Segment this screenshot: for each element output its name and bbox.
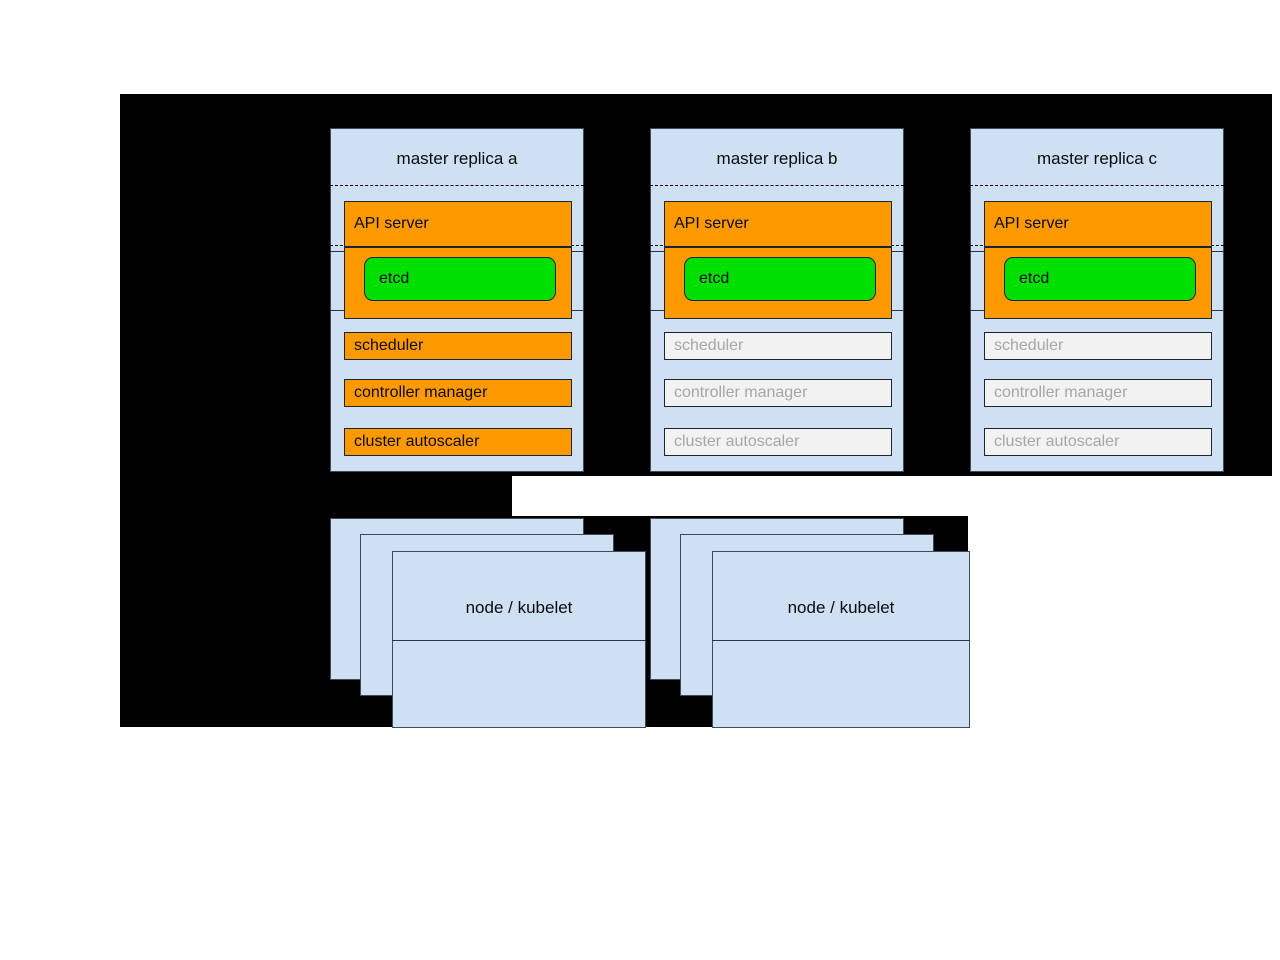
- replica-a-separator-top: [330, 185, 584, 186]
- node-stack-right-divider: [712, 640, 970, 641]
- master-replica-a-title: master replica a: [396, 149, 518, 168]
- whitespace-gap-band: [512, 476, 1280, 516]
- replica-c-scheduler[interactable]: scheduler: [984, 332, 1212, 360]
- master-replica-a[interactable]: master replica a API server etcd schedul…: [330, 128, 584, 472]
- replica-c-controller-manager[interactable]: controller manager: [984, 379, 1212, 407]
- replica-a-etcd-box[interactable]: etcd: [364, 257, 556, 301]
- replica-c-cluster-autoscaler[interactable]: cluster autoscaler: [984, 428, 1212, 456]
- master-replica-b[interactable]: master replica b API server etcd schedul…: [650, 128, 904, 472]
- replica-a-apiserver-box[interactable]: API server: [344, 201, 572, 247]
- replica-a-apiserver-label: API server: [354, 215, 429, 232]
- replica-b-scheduler[interactable]: scheduler: [664, 332, 892, 360]
- node-stack-left-label: node / kubelet: [465, 598, 573, 617]
- replica-a-controller-manager[interactable]: controller manager: [344, 379, 572, 407]
- replica-a-cluster-autoscaler[interactable]: cluster autoscaler: [344, 428, 572, 456]
- replica-c-apiserver-box[interactable]: API server: [984, 201, 1212, 247]
- replica-c-etcd-box[interactable]: etcd: [1004, 257, 1196, 301]
- master-replica-c[interactable]: master replica c API server etcd schedul…: [970, 128, 1224, 472]
- replica-b-etcd-box[interactable]: etcd: [684, 257, 876, 301]
- node-stack-right-label: node / kubelet: [787, 598, 895, 617]
- replica-a-scheduler[interactable]: scheduler: [344, 332, 572, 360]
- replica-b-separator-top: [650, 185, 904, 186]
- node-stack-left-divider: [392, 640, 646, 641]
- replica-c-separator-top: [970, 185, 1224, 186]
- node-stack-left-layer-3[interactable]: node / kubelet: [392, 551, 646, 728]
- replica-b-apiserver-label: API server: [674, 215, 749, 232]
- replica-b-cluster-autoscaler[interactable]: cluster autoscaler: [664, 428, 892, 456]
- replica-b-controller-manager[interactable]: controller manager: [664, 379, 892, 407]
- master-replica-b-title: master replica b: [716, 149, 838, 168]
- replica-c-apiserver-label: API server: [994, 215, 1069, 232]
- master-replica-c-title: master replica c: [1037, 149, 1157, 168]
- node-stack-right-layer-3[interactable]: node / kubelet: [712, 551, 970, 728]
- replica-b-apiserver-box[interactable]: API server: [664, 201, 892, 247]
